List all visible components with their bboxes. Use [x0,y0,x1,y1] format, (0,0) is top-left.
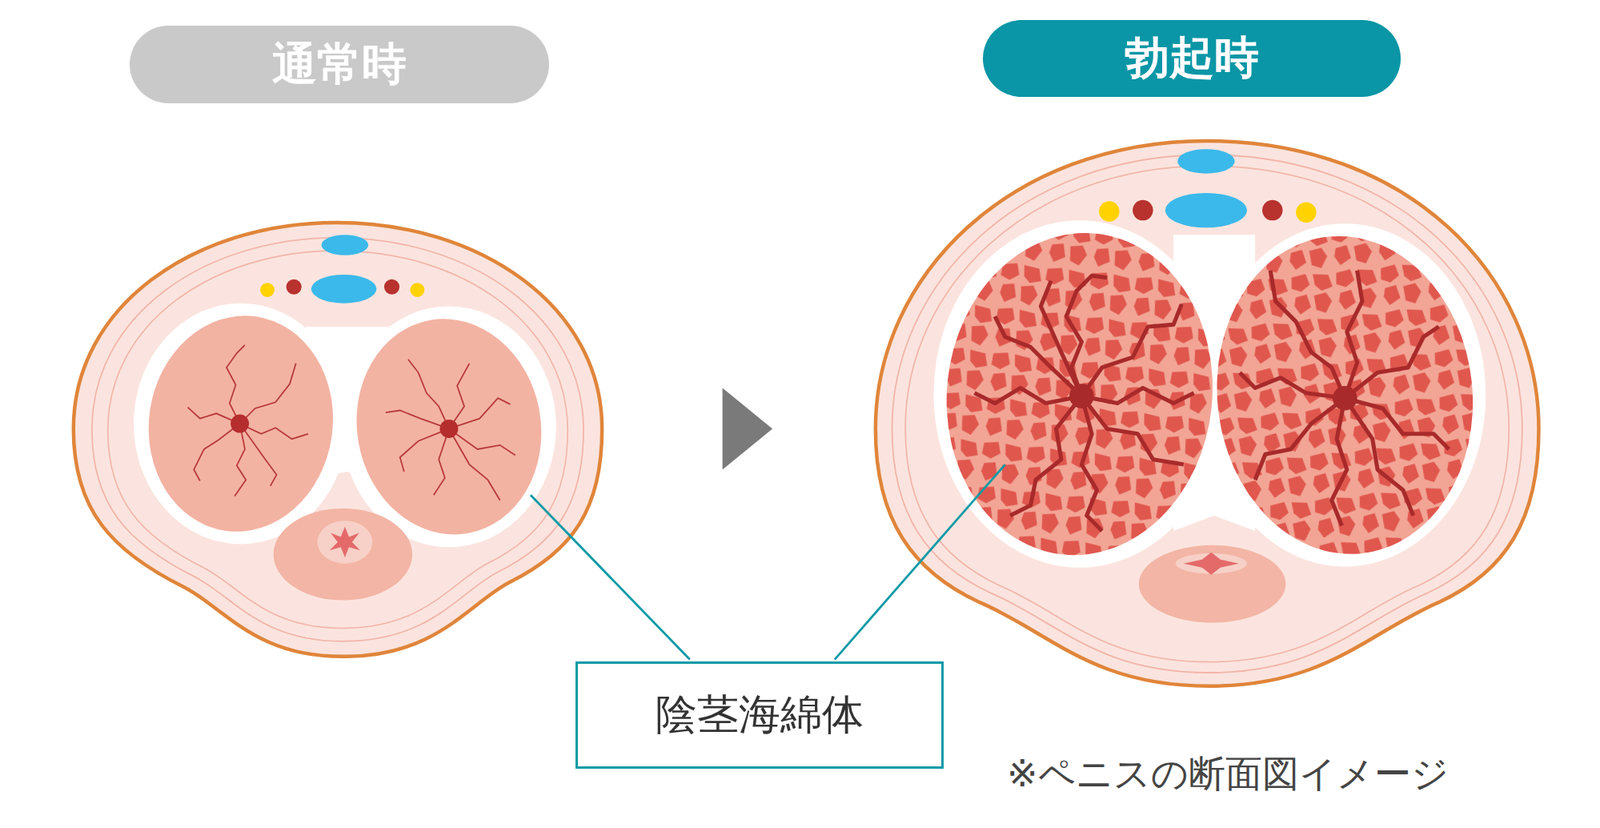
leader-line [834,464,1006,660]
urethra-lumen [1183,552,1240,575]
fascia-line [905,165,1509,662]
nerve [1098,200,1119,221]
state-heading: 通常時 [272,34,407,96]
artery [286,279,302,295]
artery [1132,200,1153,221]
vein [321,234,369,255]
vein [1165,192,1248,228]
outer-skin [73,222,602,657]
central-artery [439,419,458,438]
urethra-lumen [329,526,361,558]
artery [1262,200,1283,221]
cross-sections [73,140,1540,686]
leader-line [530,494,690,659]
corpus-cavernosum [1201,223,1489,567]
transition-arrow [722,387,773,470]
caption-note: ※ペニスの断面図イメージ [1006,749,1449,799]
corpus-cavernosum [930,219,1229,568]
outer-skin [875,140,1540,686]
urethra [316,520,373,564]
nerve [260,282,275,297]
label-box: 陰茎海綿体 [575,661,944,769]
corpus-spongiosum [1138,545,1287,623]
central-artery [230,414,249,434]
artery [384,279,400,295]
fascia-line [892,154,1523,673]
central-artery [1069,383,1095,409]
corpus-spongiosum [273,508,413,601]
fascia-line [108,250,569,628]
nerve [1295,201,1316,222]
vein [311,274,377,304]
arteries [974,270,1450,531]
central-artery [1332,385,1358,411]
part-name: 陰茎海綿体 [655,686,864,743]
corpus-cavernosum [339,304,558,550]
nerve [409,282,425,297]
state-pill: 通常時 [129,25,550,104]
erect-section [875,140,1540,686]
fascia-line [92,237,584,642]
state-pill: 勃起時 [982,20,1401,97]
corpus-cavernosum [134,303,347,544]
vein [1177,148,1235,174]
state-heading: 勃起時 [1124,28,1260,89]
normal-section [73,222,602,657]
arteries [188,344,516,501]
